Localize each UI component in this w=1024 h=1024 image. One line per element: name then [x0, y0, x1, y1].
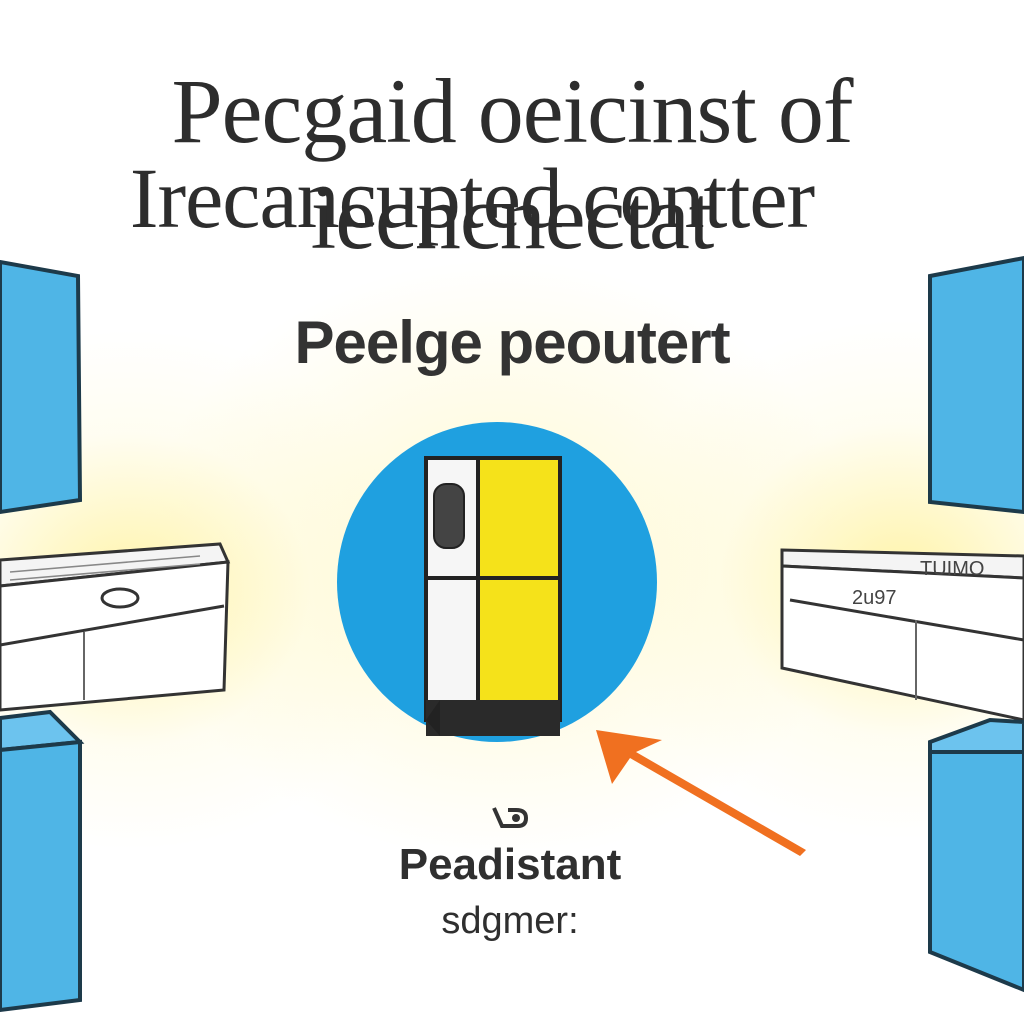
caption-line-1: Peadistant	[398, 840, 622, 889]
left-counter	[0, 542, 231, 712]
right-counter: TUIMO 2u97	[780, 548, 1024, 722]
left-upper-panel	[0, 259, 83, 515]
right-panel-sublabel: 2u97	[852, 587, 897, 609]
right-upper-panel	[928, 255, 1024, 515]
arrow-icon	[596, 730, 806, 856]
refrigerator-icon	[337, 422, 657, 742]
right-lower-cube	[928, 717, 1024, 993]
pin-icon	[492, 807, 529, 828]
title-line-1: Pecgaid oeicinst of iecncnectat	[171, 60, 853, 268]
right-panel-label: TUIMO	[920, 558, 984, 580]
caption-line-2: sdgmer:	[441, 900, 579, 942]
title-line-2: Irecancupted contter	[129, 150, 815, 246]
left-lower-cube	[0, 709, 85, 1013]
subtitle: Peelge peoutert	[294, 309, 730, 376]
